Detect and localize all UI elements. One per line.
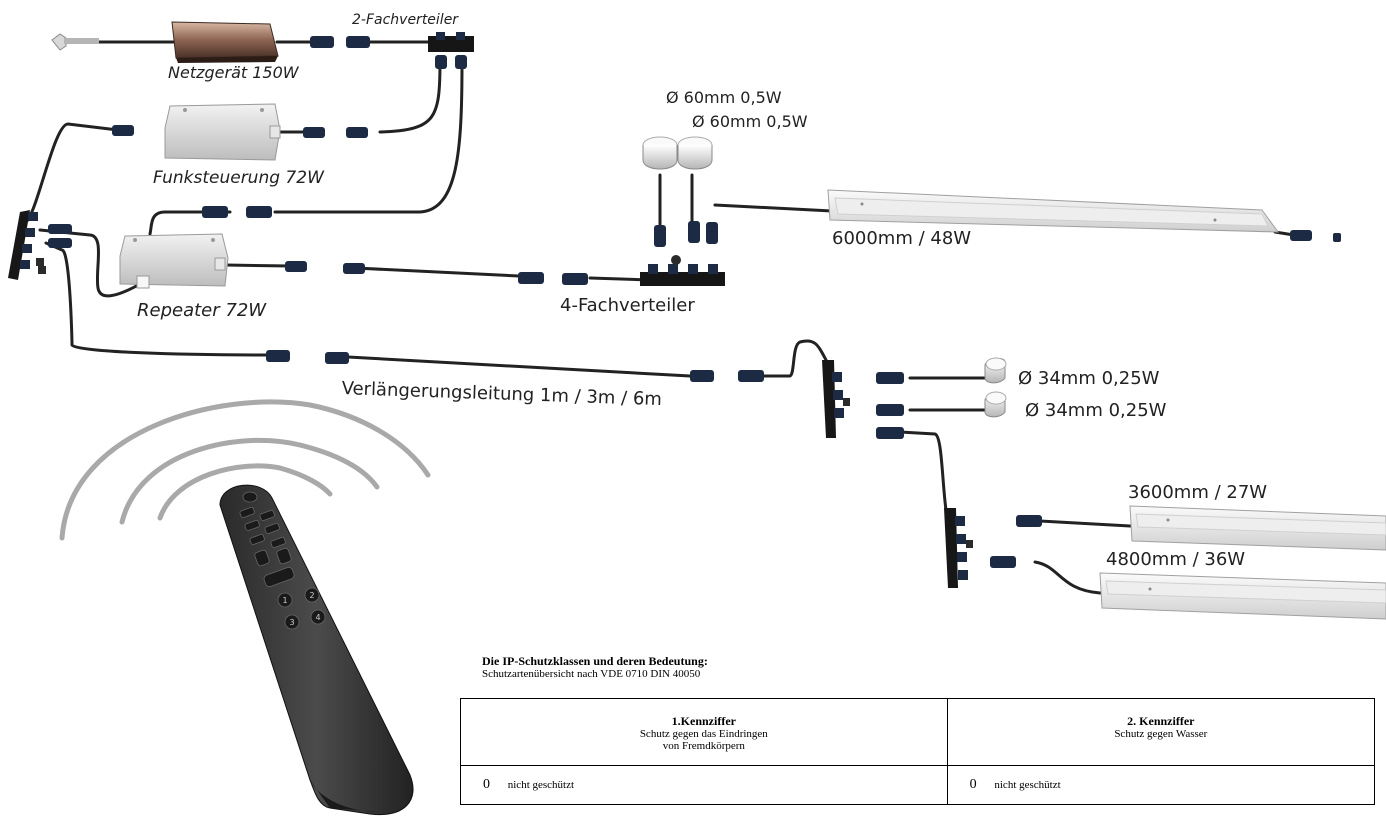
spot-light-60mm-b <box>677 136 713 170</box>
table-cell: 0 nicht geschützt <box>460 765 948 805</box>
cables <box>26 40 1302 595</box>
row-text: nicht geschützt <box>507 779 575 791</box>
radio-waves <box>59 399 431 541</box>
row-text: nicht geschützt <box>994 779 1061 791</box>
table-cell: 0 nicht geschützt <box>946 765 1376 805</box>
remote-key-2: 2 <box>309 591 314 600</box>
remote-key-4: 4 <box>315 613 320 622</box>
power-supply-unit <box>51 21 279 63</box>
remote-control: 1 2 3 4 <box>219 484 414 816</box>
remote-key-1: 1 <box>282 596 287 605</box>
ip-info-subtitle: Schutzartenübersicht nach VDE 0710 DIN 4… <box>482 668 701 680</box>
column-header-first-digit: 1.Kennziffer Schutz gegen das Eindringen… <box>460 698 948 766</box>
label-spot-60-b: Ø 60mm 0,5W <box>692 112 808 131</box>
repeater-box <box>119 233 229 289</box>
label-bar-6000: 6000mm / 48W <box>832 228 972 249</box>
column-header-second-digit: 2. Kennziffer Schutz gegen Wasser <box>946 698 1376 766</box>
ip-protection-table: 1.Kennziffer Schutz gegen das Eindringen… <box>460 698 1376 805</box>
ip-info-heading: Die IP-Schutzklassen und deren Bedeutung… <box>482 654 708 681</box>
label-spot-34-a: Ø 34mm 0,25W <box>1018 368 1160 389</box>
label-bar-4800: 4800mm / 36W <box>1106 549 1246 570</box>
col1-title: 1.Kennziffer <box>671 714 736 728</box>
connectors <box>48 36 1341 568</box>
col2-title: 2. Kennziffer <box>1127 714 1195 728</box>
led-bar-3600mm <box>1129 505 1386 551</box>
label-repeater: Repeater 72W <box>137 300 267 321</box>
col2-desc: Schutz gegen Wasser <box>1114 728 1208 740</box>
lower-distribution-block <box>944 508 973 588</box>
led-bar-4800mm <box>1099 572 1386 620</box>
col1-desc-line1: Schutz gegen das Eindringen <box>639 728 768 740</box>
middle-distribution-block <box>822 360 850 438</box>
table-header-row: 1.Kennziffer Schutz gegen das Eindringen… <box>460 698 1376 766</box>
four-way-splitter <box>640 255 725 286</box>
remote-buttons <box>239 491 326 630</box>
remote-key-3: 3 <box>289 618 294 627</box>
spot-light-34mm-a <box>984 357 1007 384</box>
table-row: 0 nicht geschützt 0 nicht geschützt <box>460 765 1376 805</box>
label-spot-34-b: Ø 34mm 0,25W <box>1025 400 1167 421</box>
label-power-supply: Netzgerät 150W <box>168 63 299 82</box>
ip-info-title: Die IP-Schutzklassen und deren Bedeutung… <box>482 654 708 668</box>
spot-light-60mm-a <box>642 136 678 170</box>
row-number: 0 <box>969 777 977 792</box>
row-number: 0 <box>483 777 490 792</box>
led-bar-6000mm <box>827 189 1280 233</box>
two-way-splitter <box>428 32 474 52</box>
spot-light-34mm-b <box>984 391 1007 418</box>
radio-control-box <box>164 103 281 161</box>
label-two-way-splitter: 2-Fachverteiler <box>352 12 459 28</box>
left-distribution-block <box>8 210 46 280</box>
label-four-way-splitter: 4-Fachverteiler <box>560 295 695 316</box>
label-radio-control: Funksteuerung 72W <box>153 168 324 188</box>
label-spot-60-a: Ø 60mm 0,5W <box>666 88 782 107</box>
col1-desc-line2: von Fremdkörpern <box>662 740 745 752</box>
label-bar-3600: 3600mm / 27W <box>1128 482 1268 503</box>
